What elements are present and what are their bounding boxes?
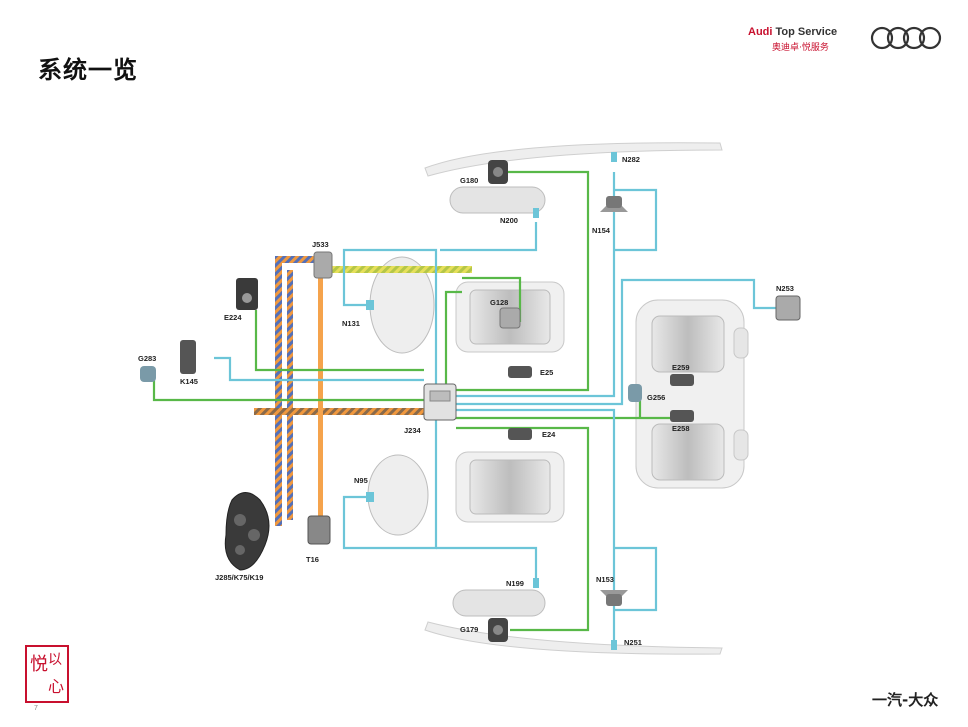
igniter-n131-icon[interactable] xyxy=(366,300,374,310)
belt-tensioner-n153-icon[interactable] xyxy=(600,590,628,606)
igniter-n200-icon[interactable] xyxy=(533,208,539,218)
label-n200: N200 xyxy=(500,216,518,225)
curtain-airbag-top xyxy=(449,186,546,214)
label-e24: E24 xyxy=(542,430,556,439)
label-g179: G179 xyxy=(460,625,478,634)
label-n154: N154 xyxy=(592,226,611,235)
brand-chinese: 奥迪卓·悦服务 xyxy=(772,43,829,53)
crash-sensor-g180-icon[interactable] xyxy=(488,160,508,184)
label-n95: N95 xyxy=(354,476,368,485)
seat-occupancy-sensor-g283-icon[interactable] xyxy=(140,366,156,382)
label-n153: N153 xyxy=(596,575,614,584)
label-e258: E258 xyxy=(672,424,690,433)
faw-vw-brand: 一汽-大众 xyxy=(872,691,939,709)
label-j285-k75-k19: J285/K75/K19 xyxy=(215,573,263,582)
switch-e224-icon[interactable] xyxy=(236,278,258,310)
svg-text:以: 以 xyxy=(48,652,62,668)
label-e224: E224 xyxy=(224,313,242,322)
control-unit-j234[interactable] xyxy=(423,383,457,421)
gateway-j533-icon[interactable] xyxy=(313,251,333,279)
label-n131: N131 xyxy=(342,319,360,328)
diagnostic-connector-t16-icon[interactable] xyxy=(307,515,331,545)
label-n253: N253 xyxy=(776,284,794,293)
label-n251: N251 xyxy=(624,638,642,647)
igniter-n282-icon[interactable] xyxy=(611,152,617,162)
vehicle-roof-outline-bottom xyxy=(424,621,723,655)
brand-prefix: Audi xyxy=(748,26,773,38)
igniter-n199-icon[interactable] xyxy=(533,578,539,588)
belt-switch-e25-icon[interactable] xyxy=(508,366,532,378)
belt-switch-e258-icon[interactable] xyxy=(670,410,694,422)
audi-top-service-brand: Audi Top Service xyxy=(748,26,837,38)
indicator-k145-icon[interactable] xyxy=(180,340,196,374)
label-g283: G283 xyxy=(138,354,156,363)
label-k145: K145 xyxy=(180,377,198,386)
seal-stamp: 悦 以 心 xyxy=(25,645,69,703)
label-j533: J533 xyxy=(312,240,329,249)
label-j234: J234 xyxy=(404,426,422,435)
page-number: 7 xyxy=(34,705,38,712)
brand-suffix: Top Service xyxy=(775,26,838,38)
page-title: 系统一览 xyxy=(38,56,138,84)
belt-switch-e259-icon[interactable] xyxy=(670,374,694,386)
label-e25: E25 xyxy=(540,368,553,377)
crash-sensor-g179-icon[interactable] xyxy=(488,618,508,642)
front-seat-driver xyxy=(455,281,565,353)
sensor-g256-icon[interactable] xyxy=(628,384,642,402)
label-g180: G180 xyxy=(460,176,478,185)
can-bus-wire-left-2 xyxy=(287,270,293,520)
front-seat-passenger xyxy=(455,451,565,523)
igniter-n95-icon[interactable] xyxy=(366,492,374,502)
belt-switch-e24-icon[interactable] xyxy=(508,428,532,440)
label-e259: E259 xyxy=(672,363,690,372)
passenger-airbag xyxy=(367,454,429,536)
svg-text:心: 心 xyxy=(48,677,64,696)
igniter-n253-icon[interactable] xyxy=(775,295,801,321)
label-g128: G128 xyxy=(490,298,508,307)
rear-seat-bench xyxy=(635,299,749,489)
green-sensor-wires xyxy=(152,170,680,632)
label-n282: N282 xyxy=(622,155,640,164)
audi-rings-logo xyxy=(870,26,942,50)
can-bus-wire-top xyxy=(275,256,323,263)
label-n199: N199 xyxy=(506,579,524,588)
can-bus-wire-horizontal xyxy=(254,408,424,415)
can-bus-wire-left xyxy=(275,256,282,526)
cyan-actuator-wires xyxy=(214,172,776,640)
gateway-bus-wire xyxy=(322,266,472,273)
label-g256: G256 xyxy=(647,393,665,402)
igniter-n251-icon[interactable] xyxy=(611,640,617,650)
sensor-g128-icon[interactable] xyxy=(499,307,521,329)
belt-tensioner-n154-icon[interactable] xyxy=(600,196,628,212)
vehicle-roof-outline-top xyxy=(424,142,723,177)
curtain-airbag-bottom xyxy=(452,589,546,617)
instrument-cluster xyxy=(224,492,270,571)
svg-text:悦: 悦 xyxy=(30,654,48,675)
label-t16: T16 xyxy=(306,555,319,564)
